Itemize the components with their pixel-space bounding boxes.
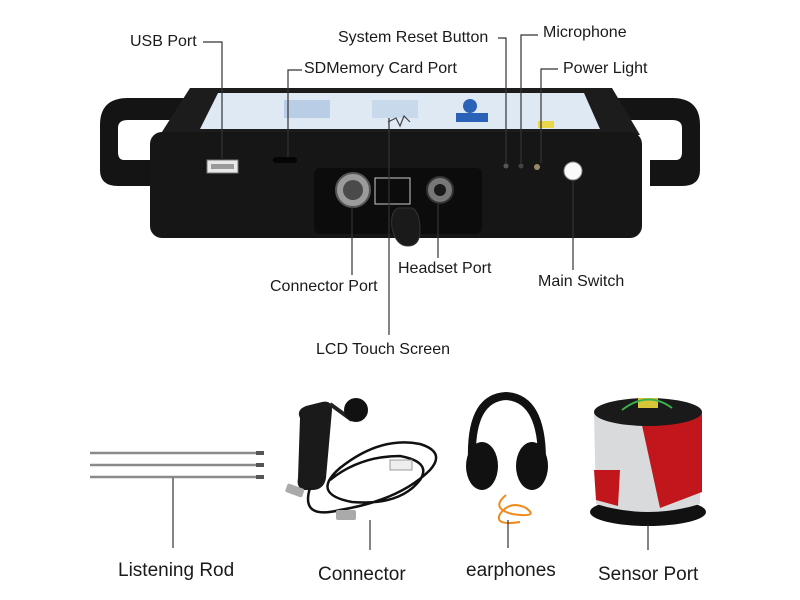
dust-cap — [391, 207, 421, 247]
label-sd-card-port: SDMemory Card Port — [304, 60, 457, 77]
device-illustration — [100, 88, 700, 247]
reset-button — [503, 163, 509, 169]
label-main-switch: Main Switch — [538, 273, 625, 290]
rod-tip-2 — [256, 463, 264, 467]
leader-reset — [498, 37, 507, 163]
rod-tip-3 — [256, 475, 264, 479]
power-light — [534, 164, 540, 170]
label-power-light: Power Light — [563, 60, 648, 77]
screen-tile-2 — [372, 100, 418, 118]
label-microphone: Microphone — [543, 24, 627, 41]
screen-waveform — [387, 114, 411, 128]
connector-cap — [374, 177, 411, 205]
rod-tip-1 — [256, 451, 264, 455]
leader-sd — [287, 69, 302, 157]
label-headset-port: Headset Port — [398, 260, 492, 277]
sensor-red-stripe-2 — [594, 470, 620, 506]
connector-handle — [297, 401, 332, 490]
sd-card-port — [273, 157, 297, 163]
screen-logo-icon — [463, 99, 477, 113]
sensor-knob — [638, 398, 658, 408]
headband — [467, 391, 546, 461]
leader-mic — [520, 34, 538, 163]
sensor-strap — [621, 398, 673, 411]
earphone-cable — [498, 494, 532, 524]
leader-usb — [203, 41, 223, 160]
ear-cup-right — [516, 442, 548, 490]
label-lcd-touch-screen: LCD Touch Screen — [316, 341, 450, 358]
screen-tile-3 — [456, 113, 488, 122]
label-listening-rod: Listening Rod — [118, 560, 235, 581]
sensor-top — [594, 398, 702, 426]
listening-rod-illustration — [90, 451, 264, 548]
usb-port-slot — [211, 164, 234, 169]
label-usb-port: USB Port — [130, 33, 197, 50]
connector-tag — [389, 459, 413, 471]
label-connector: Connector — [318, 564, 406, 585]
connector-plug-2 — [336, 510, 356, 520]
label-connector-port: Connector Port — [270, 278, 378, 295]
leader-power — [540, 68, 558, 163]
screen-tile-1 — [284, 100, 330, 118]
screen-status-badge — [538, 121, 554, 128]
connector-ball — [344, 398, 368, 422]
main-switch — [563, 161, 583, 181]
connector-plug-1 — [285, 483, 305, 498]
earphones-illustration — [466, 391, 548, 548]
headset-port-inner — [434, 184, 446, 196]
leader-lines — [203, 34, 574, 335]
sensor-illustration — [590, 398, 706, 550]
connector-illustration — [285, 398, 438, 550]
label-sensor-port: Sensor Port — [598, 564, 699, 585]
sensor-red-stripe — [640, 412, 702, 508]
connector-cable — [306, 441, 438, 514]
label-earphones: earphones — [466, 560, 556, 581]
ear-cup-left — [466, 442, 498, 490]
microphone-hole — [518, 163, 524, 169]
label-system-reset-button: System Reset Button — [338, 29, 489, 46]
connector-port-inner — [343, 180, 363, 200]
